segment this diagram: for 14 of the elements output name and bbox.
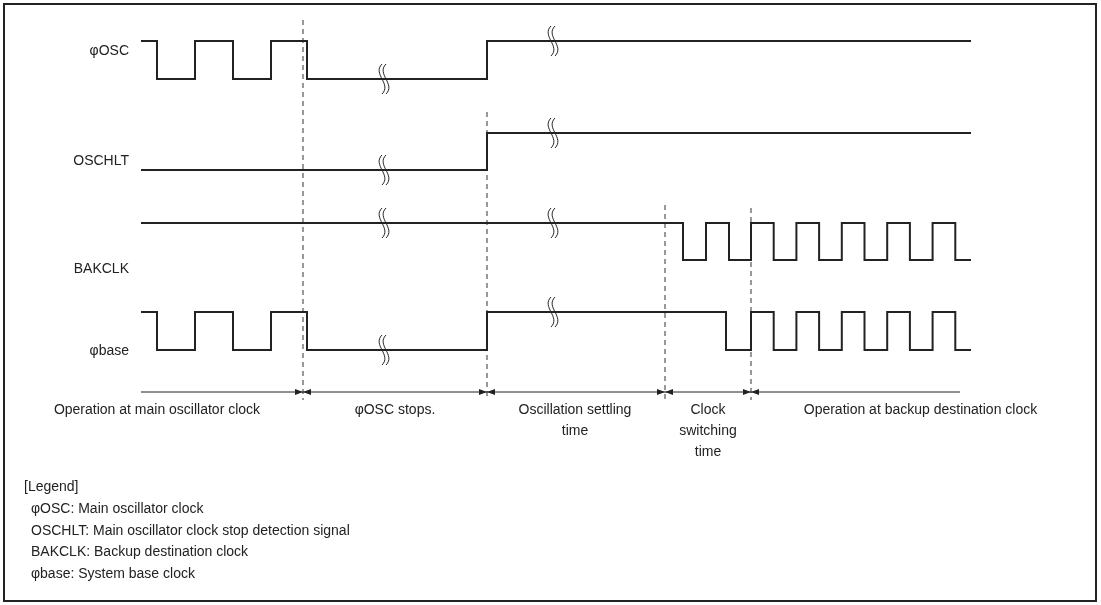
legend-entry: φOSC: Main oscillator clock [31, 499, 204, 518]
signal-name: BAKCLK [72, 259, 129, 278]
signal-name: φbase [88, 341, 129, 360]
legend-entry: φbase: System base clock [31, 563, 195, 583]
phase-label: Oscillation settling time [517, 400, 633, 440]
legend-heading: [Legend] [24, 477, 79, 496]
legend-entry: OSCHLT: Main oscillator clock stop detection signal [31, 520, 350, 540]
phase-label: Clock switching time [678, 400, 738, 461]
signal-name: OSCHLT [72, 151, 129, 170]
phase-label: Operation at backup destination clock [802, 400, 1039, 419]
phase-label: φOSC stops. [353, 400, 437, 419]
signal-name: φOSC [88, 41, 129, 60]
legend-entry: BAKCLK: Backup destination clock [31, 542, 249, 561]
phase-label: Operation at main oscillator clock [52, 400, 262, 419]
